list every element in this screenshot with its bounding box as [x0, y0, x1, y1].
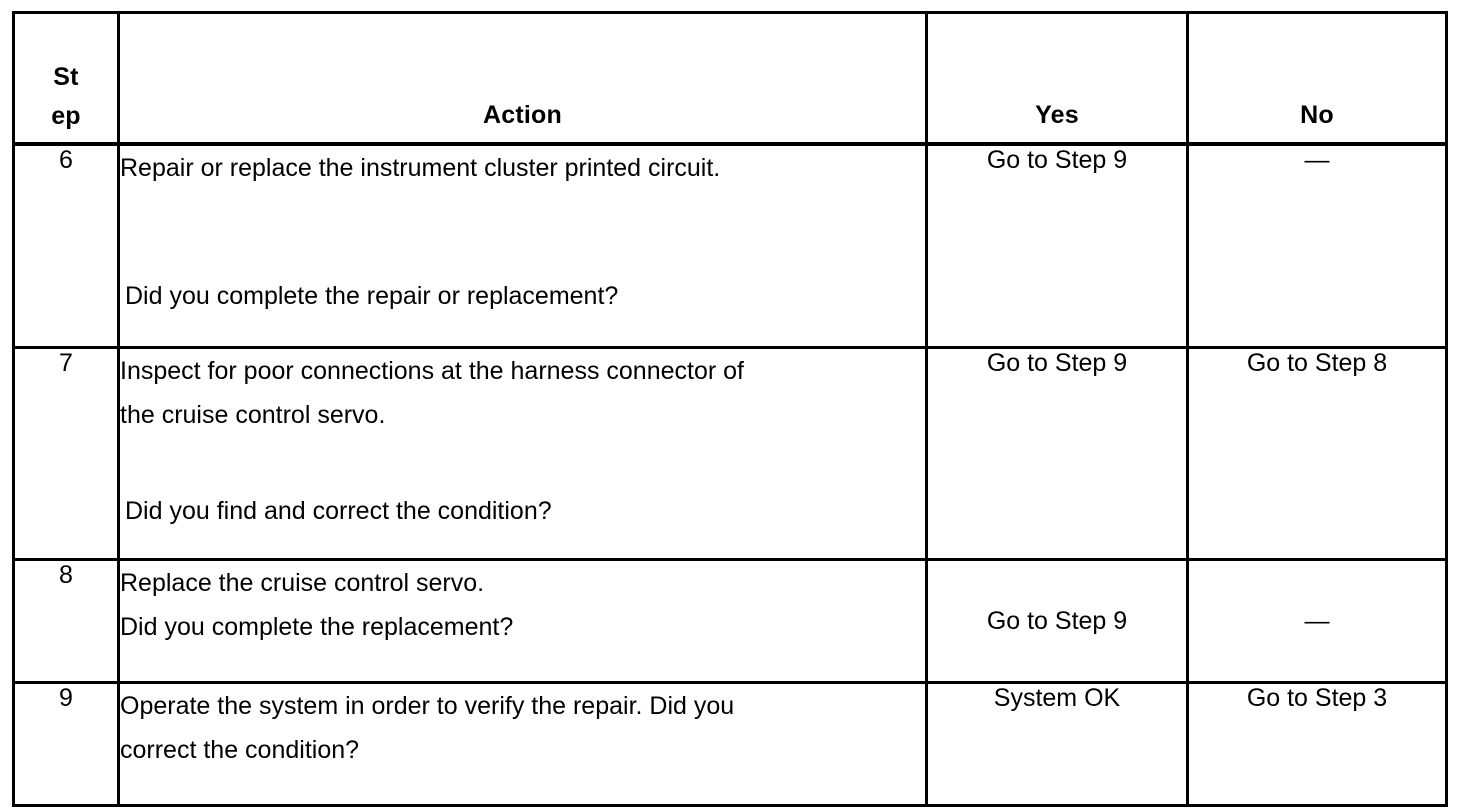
column-header-step: Step [12, 11, 120, 146]
action-statement-line: the cruise control servo. [120, 401, 386, 429]
diagnostic-step-table: Step Action Yes No [12, 11, 1448, 807]
branch-no: Go to Step 8 [1186, 346, 1448, 561]
action-question: Did you complete the replacement? [120, 613, 514, 641]
step-number: 9 [12, 681, 120, 807]
table-row: 8 Replace the cruise control servo. Did … [12, 558, 1448, 684]
branch-no: Go to Step 3 [1186, 681, 1448, 807]
branch-no: — [1186, 558, 1448, 684]
column-header-no: No [1186, 11, 1448, 146]
action-question: Did you find and correct the condition? [125, 497, 552, 525]
column-header-action: Action [117, 11, 928, 146]
action-statement-line: correct the condition? [120, 736, 360, 764]
column-header-action-label: Action [483, 101, 562, 129]
branch-yes: Go to Step 9 [925, 558, 1189, 684]
action-question: Did you complete the repair or replaceme… [125, 282, 619, 310]
column-header-no-label: No [1300, 101, 1334, 129]
action-statement-line: Replace the cruise control servo. [120, 569, 485, 597]
action-statement-line: Repair or replace the instrument cluster… [120, 154, 721, 182]
table-row: 7 Inspect for poor connections at the ha… [12, 346, 1448, 561]
branch-yes: System OK [925, 681, 1189, 807]
action-statement-line: Operate the system in order to verify th… [120, 692, 735, 720]
column-header-step-label: Step [51, 63, 81, 130]
table-row: 9 Operate the system in order to verify … [12, 681, 1448, 807]
column-header-yes: Yes [925, 11, 1189, 146]
step-number: 6 [12, 142, 120, 349]
step-action: Repair or replace the instrument cluster… [117, 142, 928, 349]
step-action: Operate the system in order to verify th… [117, 681, 928, 807]
branch-no: — [1186, 142, 1448, 349]
step-action: Inspect for poor connections at the harn… [117, 346, 928, 561]
table-header-row: Step Action Yes No [12, 11, 1448, 146]
step-number: 7 [12, 346, 120, 561]
table-row: 6 Repair or replace the instrument clust… [12, 142, 1448, 349]
branch-yes: Go to Step 9 [925, 346, 1189, 561]
column-header-yes-label: Yes [1035, 101, 1079, 129]
step-number: 8 [12, 558, 120, 684]
branch-yes: Go to Step 9 [925, 142, 1189, 349]
action-spacer [120, 190, 925, 274]
step-action: Replace the cruise control servo. Did yo… [117, 558, 928, 684]
action-statement-line: Inspect for poor connections at the harn… [120, 357, 744, 385]
action-spacer [120, 437, 925, 489]
